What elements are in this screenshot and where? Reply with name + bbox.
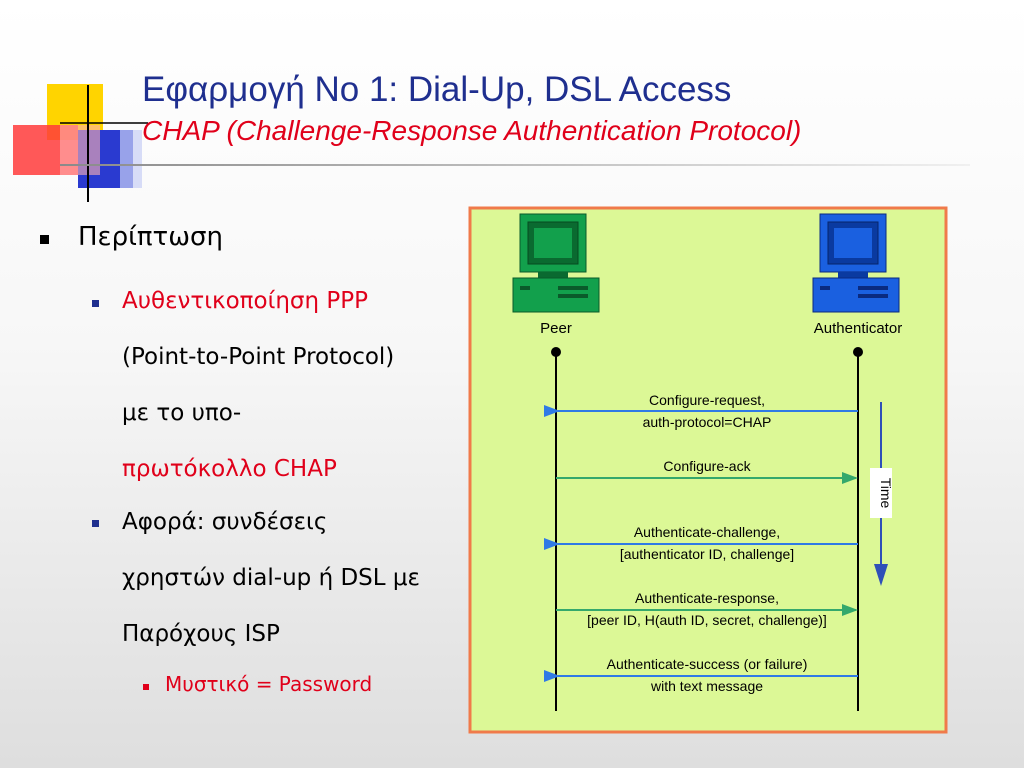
msg-label-authenticate-success-line2: with text message [650,678,763,694]
bullet-marker [92,520,99,527]
authenticator-computer-icon [812,213,900,313]
msg-label-authenticate-response-line2: [peer ID, H(auth ID, secret, challenge)] [587,612,827,628]
authenticator-label: Authenticator [814,320,902,337]
bullet-marker [92,300,99,307]
slide-subtitle: CHAP (Challenge-Response Authentication … [142,115,802,146]
msg-label-authenticate-challenge-line1: Authenticate-challenge, [634,524,780,540]
time-label-bg [870,468,892,518]
chap-sequence-diagram: Peer Authenticator Time Configure-reques… [468,206,948,734]
bullet-item-secret: Μυστικό = Password [165,672,373,696]
bullet-item-ppp: Αυθεντικοποίηση PPP (Point-to-Point Prot… [122,273,422,497]
peer-computer-icon [512,213,600,313]
bullet-marker [40,235,49,244]
msg-label-authenticate-success-line1: Authenticate-success (or failure) [607,656,808,672]
time-arrow-head [874,564,888,586]
msg-label-configure-request-line2: auth-protocol=CHAP [643,414,772,430]
red-square-fade [60,125,100,175]
msg-label-authenticate-challenge-line2: [authenticator ID, challenge] [620,546,794,562]
decorative-logo [13,84,148,202]
bullet-item-scope: Αφορά: συνδέσεις χρηστών dial-up ή DSL μ… [122,509,420,647]
blue-square-shade [120,130,142,188]
slide-title: Εφαρμογή Νο 1: Dial-Up, DSL Access [142,70,732,109]
bullet-item-ppp-red-2: πρωτόκολλο CHAP [122,456,337,482]
msg-label-configure-ack: Configure-ack [663,458,751,474]
time-label: Time [878,478,894,509]
peer-label: Peer [540,320,572,337]
msg-label-configure-request-line1: Configure-request, [649,392,765,408]
bullet-item-ppp-red-1: Αυθεντικοποίηση PPP [122,288,369,314]
msg-label-authenticate-response-line1: Authenticate-response, [635,590,779,606]
bullet-marker [143,684,149,690]
bullet-item-ppp-dark: (Point-to-Point Protocol) με το υπο- [122,344,395,426]
bullet-level1: Περίπτωση [78,222,223,252]
title-divider [60,164,970,166]
